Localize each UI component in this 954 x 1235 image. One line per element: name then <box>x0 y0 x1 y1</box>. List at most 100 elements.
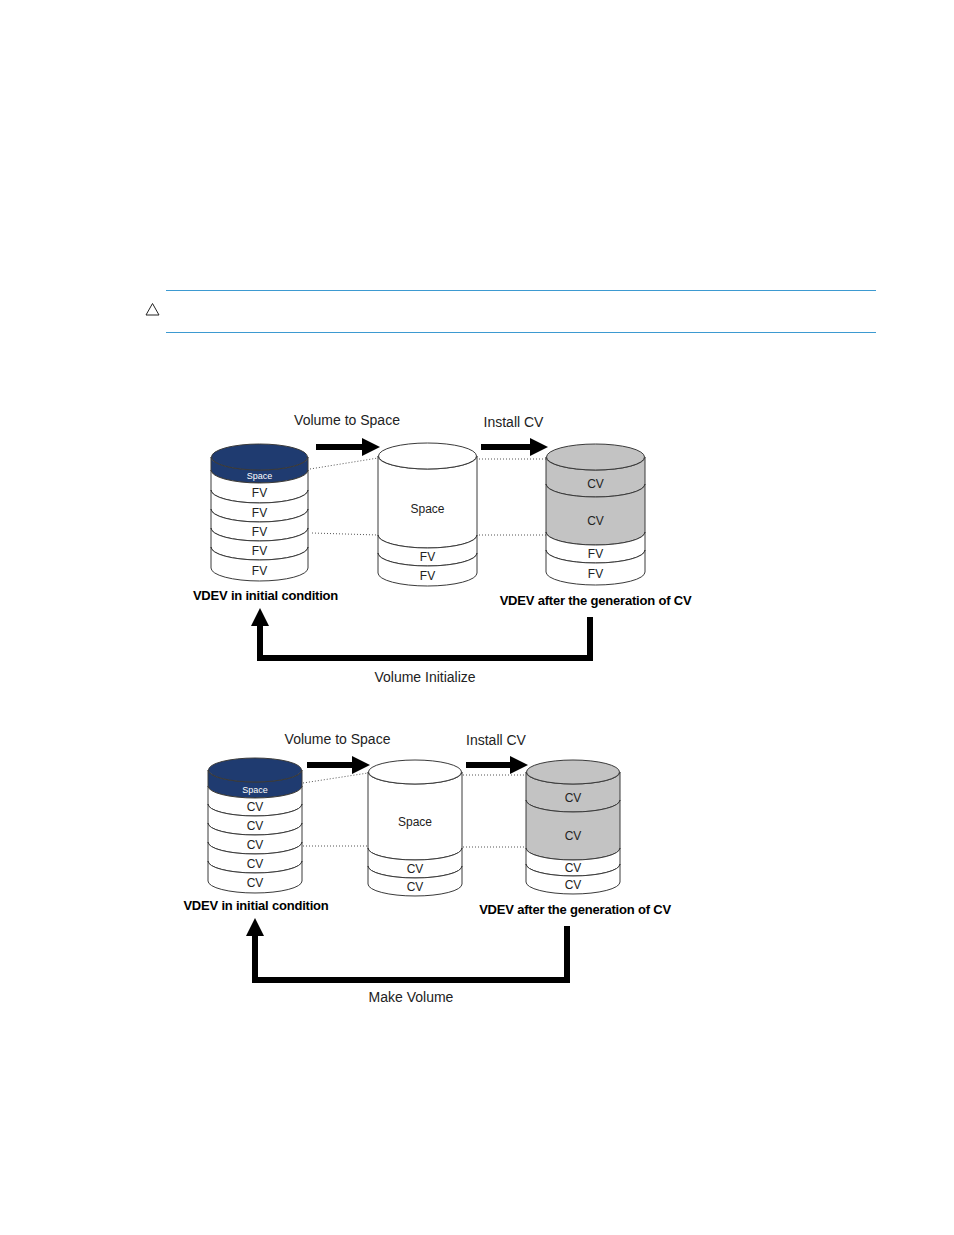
volume-band: FV <box>378 548 477 566</box>
rule-line <box>166 332 876 333</box>
arrow-label: Make Volume <box>367 989 456 1005</box>
band-label: CV <box>565 792 582 804</box>
volume-band: FV <box>211 522 308 541</box>
band-label: Space <box>247 472 273 481</box>
band-outline <box>378 456 477 548</box>
volume-band: CV <box>208 854 302 873</box>
dotted-leader <box>479 459 546 460</box>
volume-band: CV <box>208 873 302 893</box>
band-outline <box>546 484 645 545</box>
band-outline <box>378 535 477 566</box>
band-label: FV <box>588 548 603 560</box>
volume-band: FV <box>546 545 645 563</box>
band-label: FV <box>252 507 267 519</box>
cylinder-top <box>369 760 462 784</box>
flow-arrow <box>466 762 510 768</box>
cylinder-caption: VDEV after the generation of CV <box>479 902 671 918</box>
volume-band: CV <box>368 860 462 878</box>
flow-arrow <box>316 444 362 450</box>
dotted-leader <box>463 775 526 776</box>
band-label: CV <box>587 515 604 527</box>
dotted-leader <box>479 535 546 536</box>
dotted-leader <box>303 846 368 847</box>
band-outline <box>368 848 462 878</box>
arrow-label: Volume Initialize <box>372 669 477 685</box>
volume-band: FV <box>211 483 308 503</box>
cylinder-caption: VDEV in initial condition <box>183 898 328 914</box>
band-label: Space <box>398 816 432 828</box>
band-label: FV <box>420 551 435 563</box>
volume-band: Space <box>378 469 477 548</box>
flow-arrow <box>260 617 590 658</box>
cylinder-top <box>209 758 302 782</box>
band-label: FV <box>420 570 435 582</box>
caution-icon <box>146 304 159 316</box>
band-label: CV <box>247 801 264 813</box>
dotted-leader <box>310 458 378 469</box>
volume-band: CV <box>526 812 620 860</box>
volume-band: CV <box>208 835 302 854</box>
band-label: CV <box>247 877 264 889</box>
band-label: Space <box>410 503 444 515</box>
volume-band: FV <box>211 541 308 560</box>
volume-band: FV <box>378 566 477 586</box>
cylinder-top <box>379 443 477 469</box>
volume-cylinder: VDEV after the generation of CVCVCVCVCV <box>526 760 620 894</box>
arrow-label: Install CV <box>464 732 528 748</box>
band-outline <box>211 470 308 503</box>
cylinder-caption: VDEV after the generation of CV <box>500 593 692 609</box>
cylinder-outline <box>368 760 462 896</box>
volume-band: FV <box>546 563 645 585</box>
volume-band: CV <box>546 470 645 497</box>
band-label: CV <box>407 881 424 893</box>
volume-cylinder: VDEV after the generation of CVCVCVFVFV <box>546 444 645 585</box>
band-outline <box>368 772 462 860</box>
band-label: FV <box>588 568 603 580</box>
volume-band: CV <box>368 878 462 896</box>
cylinder-caption: VDEV in initial condition <box>193 588 338 604</box>
band-label: FV <box>252 487 267 499</box>
volume-band: CV <box>526 860 620 876</box>
band-label: FV <box>252 526 267 538</box>
band-outline <box>208 786 302 816</box>
volume-cylinder: SpaceCV CV <box>368 760 462 896</box>
arrow-label: Volume to Space <box>292 412 402 428</box>
band-label: CV <box>565 879 582 891</box>
dotted-leader <box>312 533 378 535</box>
dotted-leader <box>463 847 526 848</box>
volume-band: CV <box>526 876 620 894</box>
volume-cylinder: SpaceFV FV <box>378 443 477 586</box>
band-label: CV <box>247 858 264 870</box>
band-label: CV <box>247 820 264 832</box>
volume-band: Space <box>211 470 308 483</box>
band-label: FV <box>252 565 267 577</box>
band-outline <box>526 800 620 860</box>
cylinder-top <box>527 760 620 784</box>
band-label: CV <box>247 839 264 851</box>
volume-band: FV <box>211 503 308 522</box>
flow-arrow <box>481 444 530 450</box>
volume-band: CV <box>208 798 302 816</box>
band-label: CV <box>565 830 582 842</box>
band-outline <box>546 532 645 563</box>
flow-arrow <box>255 926 567 980</box>
cylinder-outline <box>378 443 477 586</box>
volume-band: Space <box>368 784 462 860</box>
arrow-label: Install CV <box>482 414 546 430</box>
cylinder-top <box>547 444 645 470</box>
band-outline <box>526 848 620 876</box>
band-label: CV <box>407 863 424 875</box>
volume-band: CV <box>546 497 645 545</box>
band-label: CV <box>565 862 582 874</box>
flow-arrow <box>307 762 352 768</box>
band-label: Space <box>242 786 268 795</box>
rule-line <box>166 290 876 291</box>
dotted-leader <box>303 773 368 783</box>
arrow-label: Volume to Space <box>283 731 393 747</box>
cylinder-top <box>212 444 308 470</box>
volume-band: Space <box>208 782 302 798</box>
volume-band: FV <box>211 560 308 581</box>
